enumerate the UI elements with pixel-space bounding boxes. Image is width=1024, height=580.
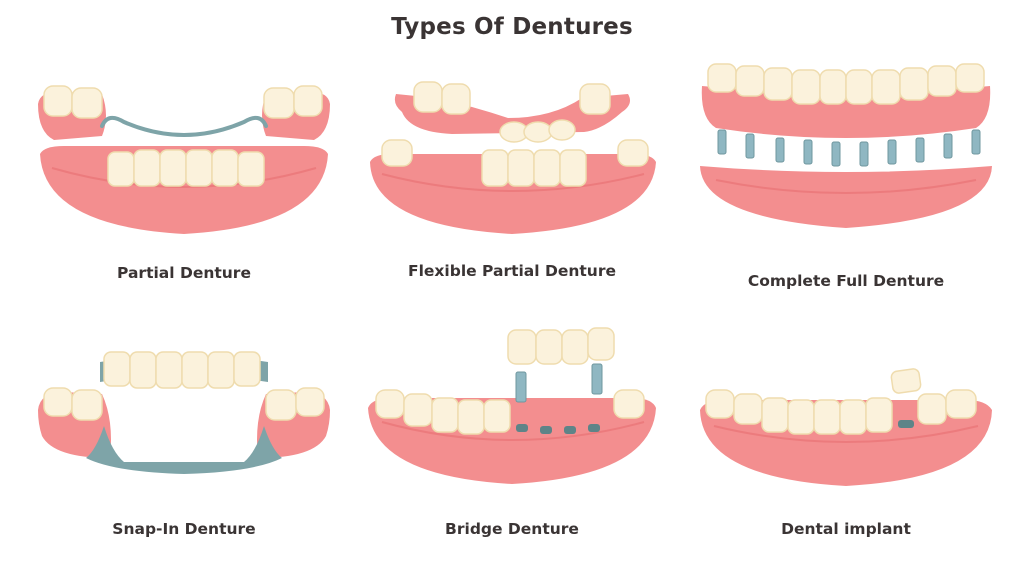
dental-implant-illustration: Dental implant bbox=[686, 340, 1006, 580]
bridge-denture-svg bbox=[368, 327, 656, 484]
snap-in-denture-illustration: Snap-In Denture bbox=[24, 340, 344, 580]
complete-denture-svg bbox=[700, 63, 992, 228]
dental-implant-svg bbox=[700, 368, 992, 486]
flexible-denture-svg bbox=[370, 81, 656, 234]
label-snap-in-denture: Snap-In Denture bbox=[112, 520, 256, 538]
bridge-denture-illustration: Bridge Denture bbox=[352, 320, 672, 560]
label-bridge-denture: Bridge Denture bbox=[445, 520, 579, 538]
flexible-partial-denture-illustration: Flexible Partial Denture bbox=[352, 76, 672, 316]
label-dental-implant: Dental implant bbox=[781, 520, 911, 538]
partial-denture-svg bbox=[38, 85, 330, 234]
snap-in-denture-svg bbox=[38, 351, 330, 474]
page-title: Types Of Dentures bbox=[391, 14, 633, 40]
partial-denture-illustration: Partial Denture bbox=[24, 76, 344, 316]
complete-full-denture-illustration: Complete Full Denture bbox=[686, 56, 1006, 296]
label-complete-full-denture: Complete Full Denture bbox=[747, 272, 945, 290]
label-flexible-partial-denture: Flexible Partial Denture bbox=[408, 262, 616, 280]
label-partial-denture: Partial Denture bbox=[117, 264, 251, 282]
